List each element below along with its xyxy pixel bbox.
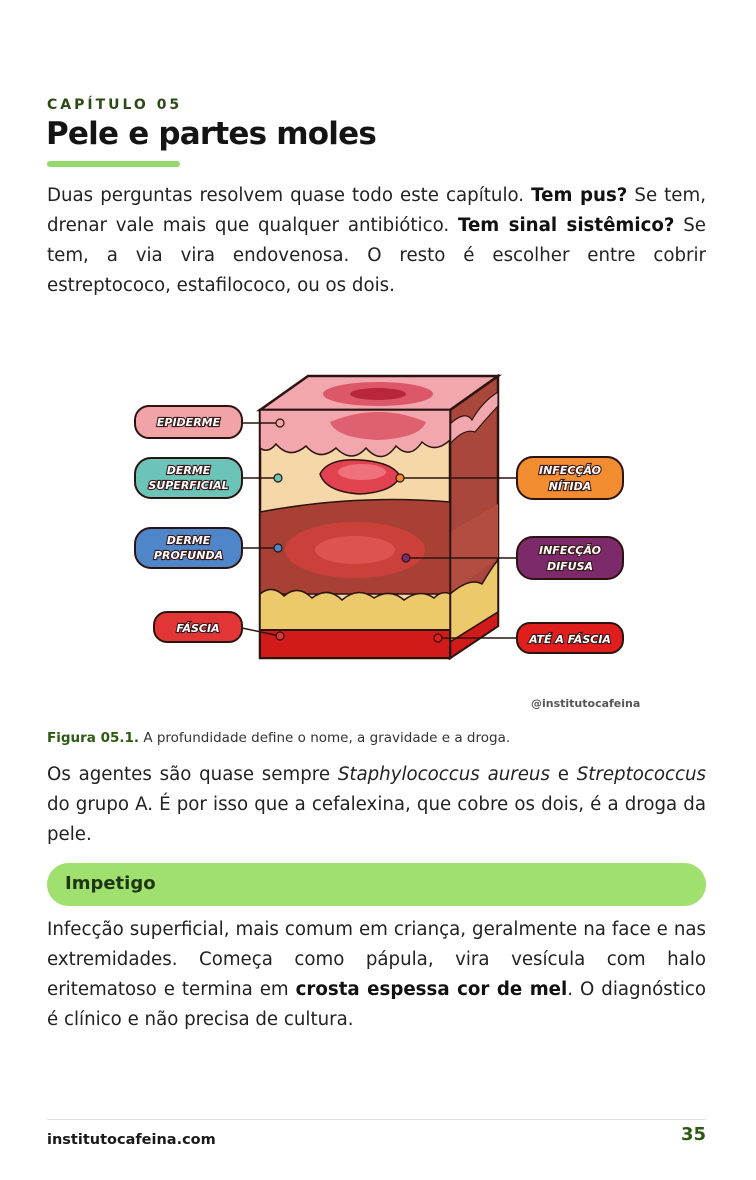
- label-fascia: FÁSCIA: [176, 622, 219, 635]
- page-title: Pele e partes moles: [46, 116, 377, 152]
- title-underline: [47, 161, 180, 167]
- page-number: 35: [680, 1124, 706, 1145]
- label-ate-fascia: ATÉ A FÁSCIA: [528, 633, 611, 646]
- intro-paragraph: Duas perguntas resolvem quase todo este …: [47, 185, 706, 296]
- label-infeccao-difusa-2: DIFUSA: [547, 560, 593, 573]
- label-epiderme: EPIDERME: [157, 416, 221, 429]
- layer-gordura: [259, 588, 451, 643]
- bold-question-pus: Tem pus?: [531, 185, 628, 206]
- label-pill-ate-fascia: [516, 622, 624, 654]
- section-title: Impetigo: [65, 873, 156, 894]
- label-derme-profunda-2: PROFUNDA: [154, 549, 223, 562]
- label-infeccao-nitida-1: INFECÇÃO: [539, 464, 601, 477]
- label-pill-derme-superficial: [134, 457, 243, 499]
- label-derme-profunda-1: DERME: [167, 534, 211, 547]
- label-pill-derme-profunda: [134, 527, 243, 569]
- agents-paragraph: Os agentes são quase sempre Staphylococc…: [47, 764, 706, 845]
- footer-site-link[interactable]: institutocafeina.com: [47, 1132, 216, 1148]
- label-pill-fascia: [153, 611, 243, 643]
- skin-layers-figure: EPIDERME DERME SUPERFICIAL DERME PROFUND…: [130, 362, 630, 667]
- label-pill-epiderme: [134, 405, 243, 439]
- figure-caption: Figura 05.1. A profundidade define o nom…: [47, 730, 511, 746]
- skin-layers-illustration: EPIDERME DERME SUPERFICIAL DERME PROFUND…: [134, 373, 624, 661]
- chapter-label: CAPÍTULO 05: [47, 97, 183, 113]
- label-pill-infeccao-difusa: [516, 536, 624, 580]
- label-pill-infeccao-nitida: [516, 456, 624, 500]
- impetigo-paragraph: Infecção superficial, mais comum em cria…: [47, 919, 707, 1030]
- streptococcus-term: Streptococcus: [576, 764, 706, 785]
- figure-watermark: @institutocafeina: [531, 697, 641, 710]
- figure-caption-label: Figura 05.1.: [47, 730, 140, 746]
- staphylococcus-term: Staphylococcus aureus: [337, 764, 550, 785]
- label-derme-superficial-1: DERME: [167, 464, 211, 477]
- footer-divider: [47, 1119, 706, 1120]
- label-infeccao-difusa-1: INFECÇÃO: [539, 544, 601, 557]
- section-header-impetigo: Impetigo: [47, 863, 706, 906]
- layer-fascia: [259, 629, 451, 659]
- bold-question-sistemico: Tem sinal sistêmico?: [457, 215, 675, 236]
- label-infeccao-nitida-2: NÍTIDA: [549, 480, 592, 493]
- label-derme-superficial-2: SUPERFICIAL: [148, 479, 228, 492]
- bold-crosta: crosta espessa cor de mel: [295, 979, 568, 1000]
